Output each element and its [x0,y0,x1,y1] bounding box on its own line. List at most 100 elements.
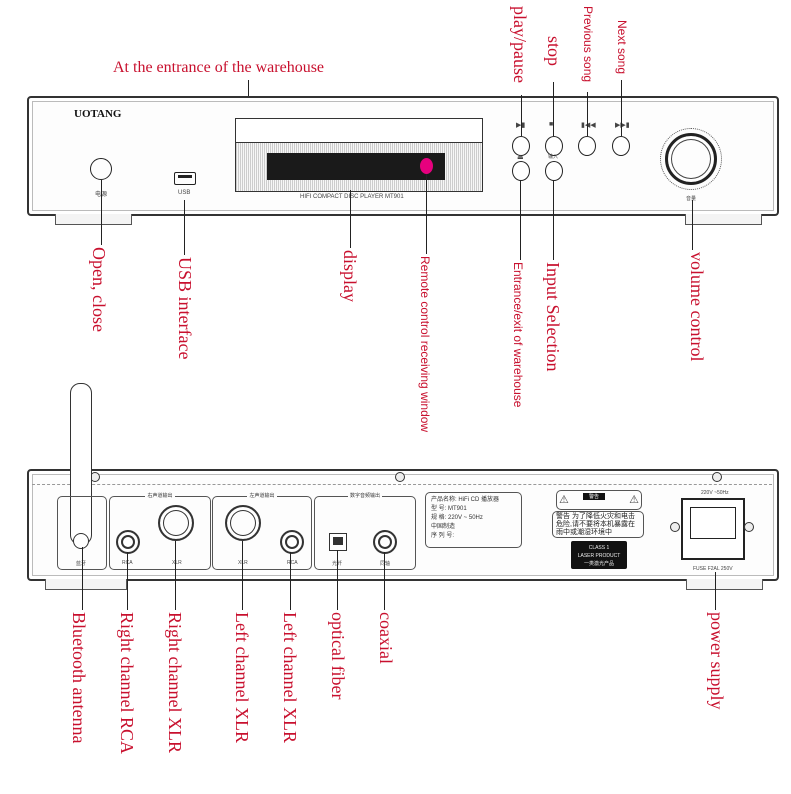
leader-line [553,82,554,136]
bluetooth-antenna-label: Bluetooth antenna [69,612,89,744]
left-xlr-jack[interactable] [225,505,261,541]
play-pause-button[interactable] [512,136,530,156]
leader-line [175,541,176,610]
nameplate: 产品名称: HiFi CD 播放器 型 号: MT901 规 格: 220V ~… [425,492,522,548]
leader-line [715,572,716,610]
foot [686,579,763,590]
leader-line [587,92,588,136]
usb-interface-label: USB interface [175,257,195,360]
left-output-section: 左声道输出 [212,493,312,570]
rca-caption: RCA [287,560,298,566]
right-xlr-label: Right channel XLR [165,612,185,753]
previous-song-label: Previous song [581,6,595,83]
next-button[interactable] [612,136,630,156]
power-supply-label: power supply [707,612,727,710]
left-channel-label: Left channel XLR [280,612,300,743]
nameplate-line: 序 列 号: [431,533,455,539]
volume-knob[interactable] [665,133,717,185]
digital-output-section: 数字音频输出 [314,493,416,570]
tray-label: At the entrance of the warehouse [113,59,325,76]
power-rating: 220V ~50Hz [701,490,729,496]
volume-scale [660,128,722,190]
stop-icon: ■ [549,121,554,128]
leader-line [553,180,554,260]
laser-line: CLASS 1 [588,545,610,551]
warning-label: ⚠ 警告 ⚠ [556,490,642,510]
laser-line: 一类激光产品 [583,561,614,567]
antenna-connector[interactable] [73,533,89,549]
leader-line [290,552,291,610]
left-section-title: 左声道输出 [247,493,277,499]
ir-receiver-window [420,158,433,174]
warning-title: 警告 [583,493,606,500]
leader-line [127,552,128,610]
usb-port[interactable] [174,172,196,185]
warning-icon: ⚠ [629,494,639,506]
optical-fiber-label: optical fiber [328,612,348,700]
iec-socket [690,507,736,539]
input-selection-label: Input Selection [543,262,563,372]
foot [685,214,762,225]
foot [45,579,127,590]
stop-button[interactable] [545,136,563,156]
previous-icon: ▮◀◀ [581,122,596,129]
leader-line [184,200,185,255]
leader-line [82,547,83,610]
warning-icon: ⚠ [559,494,569,506]
leader-line [426,174,427,254]
display-label: display [340,250,360,302]
screw-icon [712,472,722,482]
rear-panel [27,469,779,581]
left-rca-jack[interactable] [280,530,304,554]
warning-text: 警告 为了降低火灾和电击危险,请不要将本机暴露在雨中或潮湿环境中 [556,513,635,536]
eject-label: Entrance/exit of warehouse [511,262,525,408]
nameplate-line: 规 格: 220V ~ 50Hz [431,515,483,521]
coaxial-jack[interactable] [373,530,397,554]
right-xlr-jack[interactable] [158,505,194,541]
eject-icon: ⏏ [517,154,524,161]
disc-tray[interactable] [235,118,483,143]
brand-logo: UOTANG [74,108,122,120]
leader-line [521,95,522,136]
screw-icon [670,522,680,532]
right-output-section: 右声道输出 [109,493,211,570]
coaxial-label: coaxial [376,612,396,664]
volume-control-label: volume control [687,252,707,362]
laser-class-label: CLASS 1 LASER PRODUCT 一类激光产品 [571,541,627,569]
power-button[interactable] [90,158,112,180]
leader-line [384,552,385,610]
foot [55,214,132,225]
usb-icon [178,175,192,178]
leader-line [350,190,351,248]
right-rca-label: Right channel RCA [117,612,137,754]
divider [32,484,772,485]
previous-button[interactable] [578,136,596,156]
leader-line [520,180,521,260]
xlr-caption: XLR [172,560,182,566]
warning-text-label: 警告 为了降低火灾和电击危险,请不要将本机暴露在雨中或潮湿环境中 [552,511,644,538]
usb-caption: USB [178,190,191,196]
input-caption: 输入 [548,154,559,160]
power-inlet[interactable] [681,498,745,560]
screw-icon [744,522,754,532]
display-screen [267,153,445,180]
nameplate-line: 型 号: MT901 [431,506,467,512]
right-section-title: 右声道输出 [145,493,175,499]
leader-line [337,550,338,610]
right-rca-jack[interactable] [116,530,140,554]
remote-window-label: Remote control receiving window [418,256,432,433]
optical-jack[interactable] [329,533,347,551]
input-button[interactable] [545,161,563,181]
nameplate-line: 中国制造 [431,524,456,530]
next-song-label: Next song [615,20,629,75]
left-xlr-label: Left channel XLR [232,612,252,743]
laser-line: LASER PRODUCT [577,553,621,559]
open-close-label: Open, close [89,247,109,332]
eject-button[interactable] [512,161,530,181]
leader-line [242,541,243,610]
model-caption: HIFI COMPACT DISC PLAYER MT901 [300,194,404,200]
leader-line [101,180,102,245]
antenna-caption: 蓝牙 [76,561,87,567]
nameplate-line: 产品名称: HiFi CD 播放器 [431,497,499,503]
